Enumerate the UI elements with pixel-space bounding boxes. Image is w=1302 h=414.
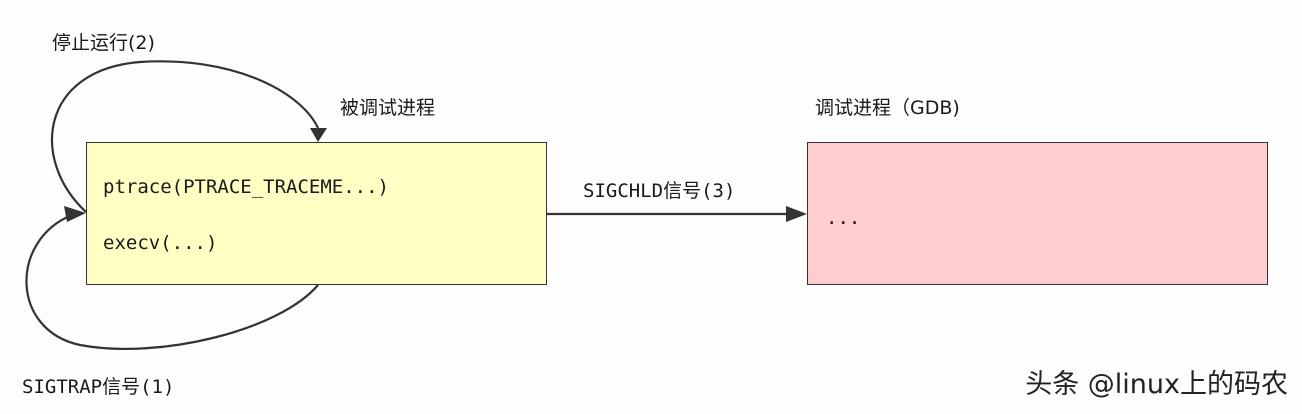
sigtrap-arrowhead bbox=[64, 206, 86, 222]
watermark: 头条 @linux上的码农 bbox=[1025, 369, 1288, 400]
sigchld-arrowhead bbox=[786, 206, 807, 222]
stop-run-label: 停止运行(2) bbox=[52, 32, 155, 54]
stop-run-loop-arrow bbox=[50, 60, 319, 213]
execv-call-text: execv(...) bbox=[103, 232, 218, 254]
sigtrap-loop-arrow bbox=[25, 213, 319, 351]
sigtrap-label: SIGTRAP信号(1) bbox=[22, 376, 175, 398]
debugger-ellipsis-text: ... bbox=[826, 207, 861, 229]
debuggee-title: 被调试进程 bbox=[340, 97, 436, 119]
debuggee-process-box: ptrace(PTRACE_TRACEME...) execv(...) bbox=[86, 142, 547, 285]
sigchld-label: SIGCHLD信号(3) bbox=[583, 180, 736, 202]
stop-run-arrowhead bbox=[310, 128, 327, 142]
debugger-process-box: ... bbox=[807, 142, 1268, 285]
debugger-title: 调试进程（GDB) bbox=[815, 97, 960, 119]
ptrace-call-text: ptrace(PTRACE_TRACEME...) bbox=[103, 176, 389, 198]
